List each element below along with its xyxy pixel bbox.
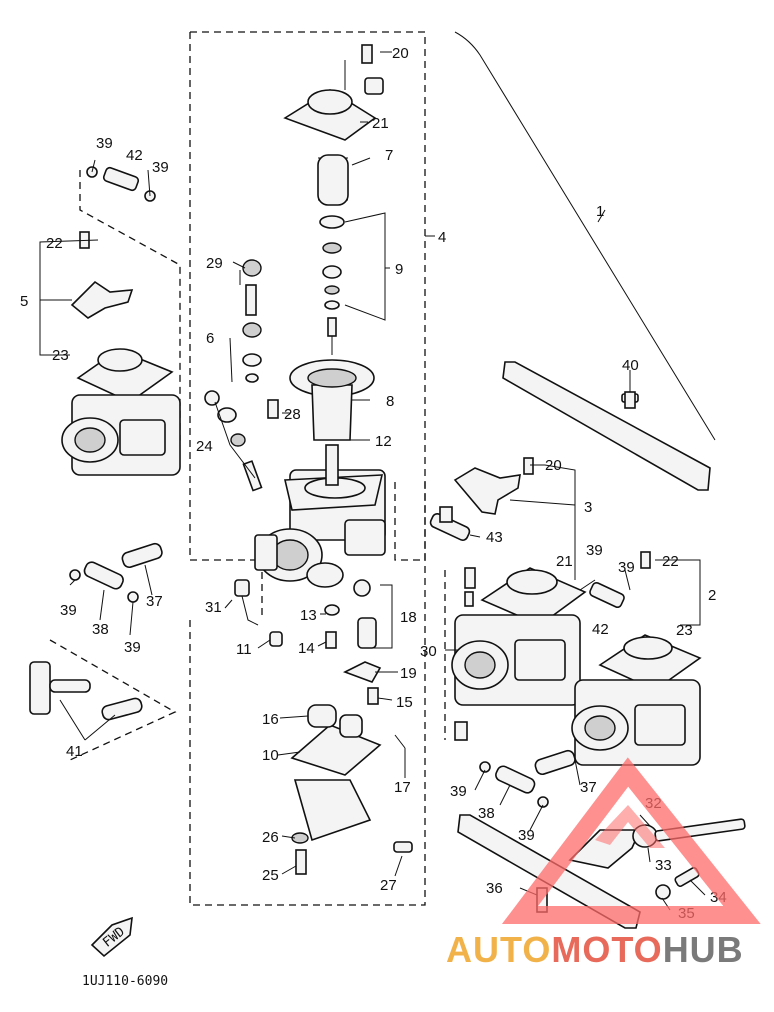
callout-28: 28 bbox=[284, 406, 301, 423]
leader-lines bbox=[39, 51, 706, 911]
callout-38-right: 38 bbox=[478, 805, 495, 822]
callout-39-c: 39 bbox=[60, 602, 77, 619]
fwd-arrow: FWD bbox=[90, 916, 133, 958]
callout-39-f: 39 bbox=[618, 559, 635, 576]
watermark-logo-icon bbox=[501, 757, 761, 924]
callout-14: 14 bbox=[298, 640, 315, 657]
callout-24: 24 bbox=[196, 438, 213, 455]
callout-5: 5 bbox=[20, 293, 28, 310]
callout-15: 15 bbox=[396, 694, 413, 711]
callout-31: 31 bbox=[205, 599, 222, 616]
callout-labels: 1 2 3 4 5 6 7 8 9 10 11 12 13 14 15 16 1… bbox=[20, 45, 727, 922]
callout-16: 16 bbox=[262, 711, 279, 728]
callout-12: 12 bbox=[375, 433, 392, 450]
callout-42-left: 42 bbox=[126, 147, 143, 164]
callout-33: 33 bbox=[655, 857, 672, 874]
center-small-parts bbox=[79, 231, 651, 741]
bracket-right bbox=[453, 467, 521, 515]
callout-2: 2 bbox=[708, 587, 716, 604]
callout-21-right: 21 bbox=[556, 553, 573, 570]
callout-9: 9 bbox=[395, 261, 403, 278]
jet-set bbox=[242, 284, 262, 383]
callout-8: 8 bbox=[386, 393, 394, 410]
spring bbox=[317, 154, 349, 206]
callout-23-right: 23 bbox=[676, 622, 693, 639]
right-carburetor-1 bbox=[451, 567, 587, 706]
callout-23-left: 23 bbox=[52, 347, 69, 364]
callout-39-e: 39 bbox=[586, 542, 603, 559]
watermark-text: AUTOMOTOHUB bbox=[446, 930, 766, 970]
callout-25: 25 bbox=[262, 867, 279, 884]
callout-27: 27 bbox=[380, 877, 397, 894]
callout-43: 43 bbox=[486, 529, 503, 546]
shaft-right bbox=[589, 581, 625, 609]
callout-40: 40 bbox=[622, 357, 639, 374]
callout-29: 29 bbox=[206, 255, 223, 272]
callout-38-left: 38 bbox=[92, 621, 109, 638]
callout-22-right: 22 bbox=[662, 553, 679, 570]
callout-36: 36 bbox=[486, 880, 503, 897]
diaphragm-cover bbox=[283, 44, 384, 141]
callout-30: 30 bbox=[420, 643, 437, 660]
callout-37-left: 37 bbox=[146, 593, 163, 610]
callout-6: 6 bbox=[206, 330, 214, 347]
center-carburetor bbox=[254, 469, 386, 588]
callout-21-top: 21 bbox=[372, 115, 389, 132]
fitting bbox=[429, 506, 471, 541]
needle-stack bbox=[319, 215, 345, 355]
callout-39-b: 39 bbox=[152, 159, 169, 176]
needle-jet bbox=[325, 444, 339, 486]
callout-41: 41 bbox=[66, 743, 83, 760]
callout-11: 11 bbox=[236, 641, 252, 658]
callout-18: 18 bbox=[400, 609, 417, 626]
group-outlines bbox=[49, 31, 446, 906]
callout-37-right: 37 bbox=[580, 779, 597, 796]
callout-17: 17 bbox=[394, 779, 411, 796]
callout-39-a: 39 bbox=[96, 135, 113, 152]
callout-10: 10 bbox=[262, 747, 279, 764]
callout-7: 7 bbox=[385, 147, 393, 164]
callout-4: 4 bbox=[438, 229, 446, 246]
callout-21-mid: 20 bbox=[545, 457, 562, 474]
callout-42-right: 42 bbox=[592, 621, 609, 638]
watermark-word-hub: HUB bbox=[662, 929, 744, 970]
callout-3: 3 bbox=[584, 499, 592, 516]
watermark-word-moto: MOTO bbox=[551, 929, 663, 970]
callout-26: 26 bbox=[262, 829, 279, 846]
left-carburetor bbox=[61, 348, 181, 476]
callout-1: 1 bbox=[596, 203, 604, 220]
callout-22-left: 22 bbox=[46, 235, 63, 252]
callout-19: 19 bbox=[400, 665, 417, 682]
cap bbox=[242, 259, 262, 277]
right-carburetor-2 bbox=[571, 634, 702, 766]
callout-39-d: 39 bbox=[124, 639, 141, 656]
left-linkage bbox=[29, 661, 143, 721]
callout-39-h: 39 bbox=[518, 827, 535, 844]
shaft-top bbox=[86, 166, 156, 202]
part-code: 1UJ110-6090 bbox=[82, 974, 168, 989]
watermark-word-auto: AUTO bbox=[446, 929, 552, 970]
callout-20: 20 bbox=[392, 45, 409, 62]
callout-13: 13 bbox=[300, 607, 317, 624]
callout-39-g: 39 bbox=[450, 783, 467, 800]
right-tubes bbox=[479, 749, 576, 808]
bracket-left bbox=[70, 280, 134, 319]
